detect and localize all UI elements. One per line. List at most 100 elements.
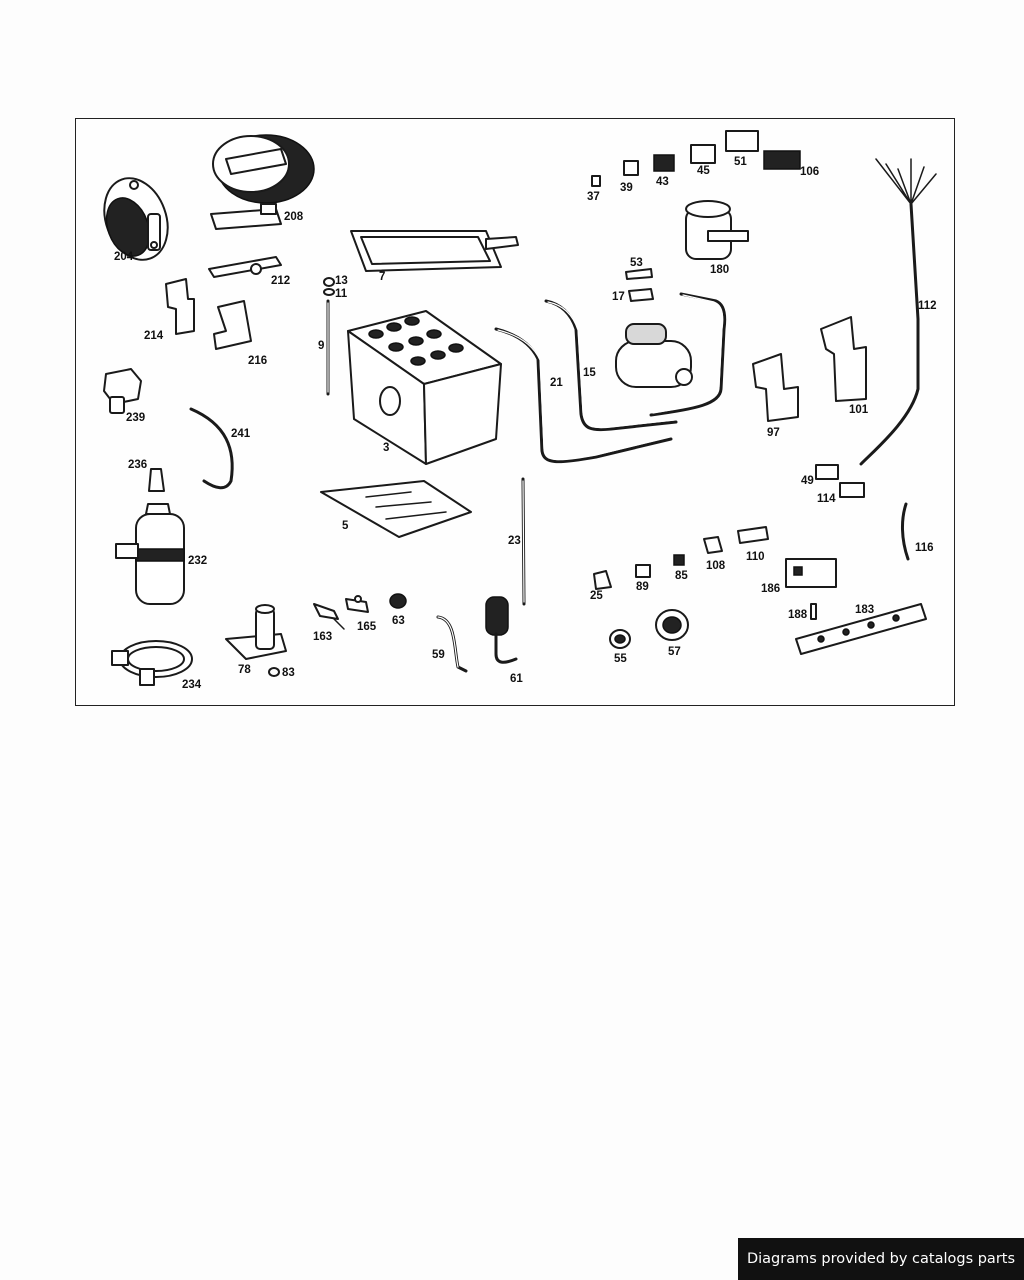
part-101-bracket[interactable] <box>820 316 867 402</box>
callout-21: 21 <box>550 377 563 389</box>
callout-186: 186 <box>761 583 780 595</box>
part-241-wire[interactable] <box>189 407 234 490</box>
part-116-strap[interactable] <box>901 502 910 561</box>
part-39-connector[interactable] <box>623 160 639 176</box>
callout-116: 116 <box>915 542 934 554</box>
callout-7: 7 <box>379 271 385 283</box>
part-63-cap[interactable] <box>389 593 407 609</box>
part-188-screw[interactable] <box>810 603 817 620</box>
callout-216: 216 <box>248 355 267 367</box>
part-17-terminal[interactable] <box>628 288 654 302</box>
part-208-horn[interactable] <box>210 134 315 230</box>
callout-11: 11 <box>335 288 348 300</box>
part-183-terminal-strip[interactable] <box>795 603 927 655</box>
parts-diagram: 204 208 212 214 216 239 241 236 232 234 … <box>75 118 955 706</box>
part-165-switch[interactable] <box>345 595 369 613</box>
part-53-terminal[interactable] <box>625 268 653 280</box>
callout-13: 13 <box>335 275 348 287</box>
callout-55: 55 <box>614 653 627 665</box>
part-55-grommet[interactable] <box>609 629 631 649</box>
callout-214: 214 <box>144 330 164 342</box>
callout-183: 183 <box>855 604 874 616</box>
part-61-boot[interactable] <box>485 596 518 664</box>
callout-39: 39 <box>620 182 633 194</box>
part-236-cap[interactable] <box>148 468 165 492</box>
part-163-sender[interactable] <box>313 603 345 630</box>
callout-239: 239 <box>126 412 145 424</box>
part-108-clip[interactable] <box>703 536 723 554</box>
callout-17: 17 <box>612 291 625 303</box>
part-3-battery[interactable] <box>347 310 502 465</box>
callout-45: 45 <box>697 165 710 177</box>
part-97-bracket[interactable] <box>752 353 799 422</box>
callout-165: 165 <box>357 621 377 633</box>
callout-180: 180 <box>710 264 729 276</box>
callout-61: 61 <box>510 673 523 685</box>
part-112-harness[interactable] <box>859 158 937 466</box>
part-110-clip[interactable] <box>737 526 769 544</box>
callout-63: 63 <box>392 615 405 627</box>
callout-106: 106 <box>800 166 819 178</box>
starter-cable[interactable] <box>649 292 727 417</box>
part-57-grommet[interactable] <box>655 609 689 641</box>
callout-241: 241 <box>231 428 251 440</box>
callout-110: 110 <box>746 551 765 563</box>
part-83-nut[interactable] <box>268 667 280 677</box>
callout-163: 163 <box>313 631 332 643</box>
callout-236: 236 <box>128 459 147 471</box>
part-37-connector[interactable] <box>591 175 601 187</box>
part-186-regulator[interactable] <box>785 558 837 588</box>
callout-57: 57 <box>668 646 681 658</box>
callout-37: 37 <box>587 191 600 203</box>
part-15-cable[interactable] <box>544 299 678 432</box>
callout-9: 9 <box>318 340 324 352</box>
callout-97: 97 <box>767 427 780 439</box>
part-11-washer[interactable] <box>323 288 335 296</box>
part-85-connector[interactable] <box>673 554 685 566</box>
part-234-clamp[interactable] <box>111 640 193 686</box>
part-78-rotor[interactable] <box>225 604 287 660</box>
part-5-battery-mat[interactable] <box>320 480 472 538</box>
part-49-connector[interactable] <box>815 464 839 480</box>
callout-53: 53 <box>630 257 643 269</box>
starter-motor[interactable] <box>615 323 693 388</box>
part-25-clip[interactable] <box>593 570 612 590</box>
callout-108: 108 <box>706 560 726 572</box>
callout-112: 112 <box>918 300 937 312</box>
part-7-battery-tray[interactable] <box>350 230 519 272</box>
callout-114: 114 <box>817 493 836 505</box>
part-59-boot[interactable] <box>436 615 468 673</box>
exploded-parts-view: 204 208 212 214 216 239 241 236 232 234 … <box>93 130 937 691</box>
part-180-relay[interactable] <box>685 200 749 260</box>
part-89-connector[interactable] <box>635 564 651 578</box>
callout-212: 212 <box>271 275 290 287</box>
callout-89: 89 <box>636 581 649 593</box>
callout-101: 101 <box>849 404 869 416</box>
part-45-connector[interactable] <box>690 144 716 164</box>
callout-208: 208 <box>284 211 304 223</box>
callout-204: 204 <box>114 251 134 263</box>
callout-51: 51 <box>734 156 747 168</box>
part-13-nut[interactable] <box>323 277 335 287</box>
part-23-cable[interactable] <box>521 477 526 606</box>
part-212-bracket[interactable] <box>208 256 282 278</box>
footer-badge: Diagrams provided by catalogs parts <box>738 1238 1024 1280</box>
part-216-bracket[interactable] <box>213 300 252 350</box>
callout-59: 59 <box>432 649 445 661</box>
part-106-connector[interactable] <box>763 150 801 170</box>
part-204-horn[interactable] <box>93 169 178 268</box>
part-239-relay[interactable] <box>103 368 142 414</box>
part-114-connector[interactable] <box>839 482 865 498</box>
callout-5: 5 <box>342 520 349 532</box>
callout-3: 3 <box>383 442 389 454</box>
part-51-connector[interactable] <box>725 130 759 152</box>
callout-25: 25 <box>590 590 603 602</box>
callout-232: 232 <box>188 555 207 567</box>
part-232-coil[interactable] <box>115 503 185 605</box>
part-21-cable[interactable] <box>494 327 673 464</box>
callout-43: 43 <box>656 176 669 188</box>
part-43-connector[interactable] <box>653 154 675 172</box>
part-214-bracket[interactable] <box>165 278 195 335</box>
callout-49: 49 <box>801 475 814 487</box>
callout-234: 234 <box>182 679 202 691</box>
